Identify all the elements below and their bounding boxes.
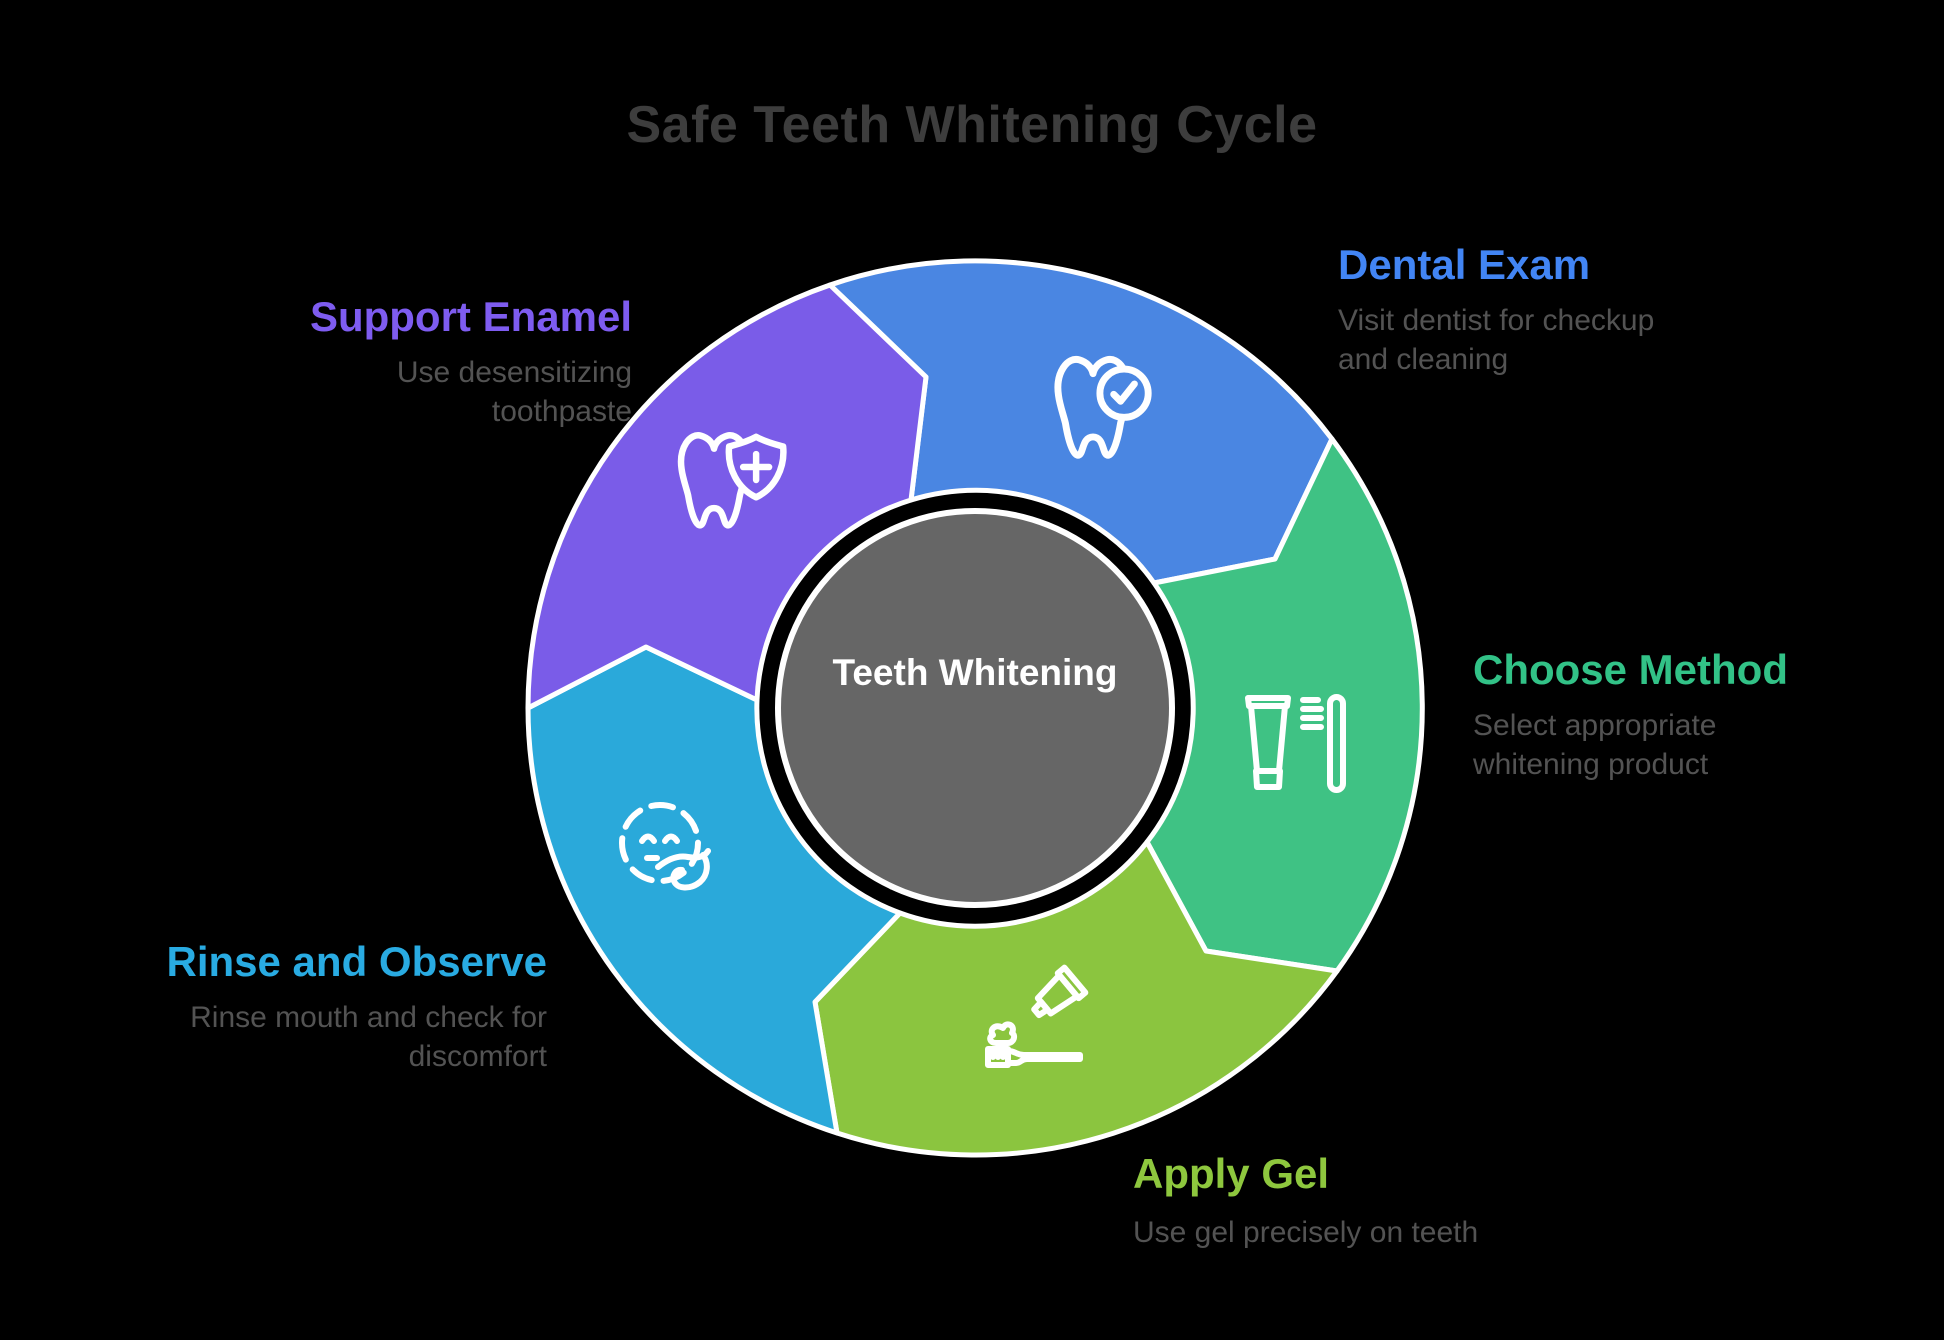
segment-rinse-observe bbox=[525, 644, 903, 1136]
face-eyes bbox=[639, 833, 680, 844]
page-title: Safe Teeth Whitening Cycle bbox=[626, 96, 1318, 154]
step-block-support-enamel: Support Enamel Use desensitizing toothpa… bbox=[310, 292, 632, 431]
face-dashed-circle bbox=[619, 802, 701, 884]
center-circle bbox=[775, 508, 1175, 908]
step-desc-dental-exam: Visit dentist for checkup and cleaning bbox=[1338, 304, 1655, 376]
bristle-lines bbox=[1300, 697, 1324, 730]
center-label: Teeth Whitening bbox=[832, 652, 1118, 693]
step-block-rinse-observe: Rinse and Observe Rinse mouth and check … bbox=[167, 937, 547, 1076]
step-block-choose-method: Choose Method Select appropriate whiteni… bbox=[1473, 645, 1788, 784]
step-title-support-enamel: Support Enamel bbox=[309, 293, 632, 340]
shield-plus bbox=[739, 450, 773, 484]
brush-handle bbox=[1327, 694, 1346, 793]
step-title-dental-exam: Dental Exam bbox=[1338, 241, 1591, 288]
tube-foot bbox=[1253, 768, 1283, 790]
step-desc-apply-gel: Use gel precisely on teeth bbox=[1133, 1216, 1479, 1250]
gel-on-brush-icon bbox=[985, 964, 1089, 1068]
step-title-rinse-observe: Rinse and Observe bbox=[166, 938, 547, 985]
gel-tube-body bbox=[1034, 972, 1081, 1017]
toothpaste-brush-icon bbox=[1245, 694, 1346, 793]
face-rinse-icon bbox=[619, 802, 711, 891]
gel-tube-nozzle bbox=[1031, 998, 1051, 1019]
step-block-dental-exam: Dental Exam Visit dentist for checkup an… bbox=[1338, 240, 1708, 379]
brush-bristle-ticks bbox=[990, 1046, 1006, 1060]
brush-handle-line bbox=[1005, 1048, 1083, 1066]
tooth-check-icon bbox=[1054, 356, 1152, 459]
tooth-outline bbox=[677, 432, 751, 529]
step-desc-rinse-observe: Rinse mouth and check for discomfort bbox=[190, 1001, 547, 1073]
tooth-shield-icon bbox=[677, 432, 787, 529]
check-mark bbox=[1110, 380, 1138, 405]
step-title-choose-method: Choose Method bbox=[1473, 646, 1788, 693]
tooth-outline bbox=[1054, 356, 1132, 459]
step-desc-support-enamel: Use desensitizing toothpaste bbox=[396, 356, 632, 428]
segment-support-enamel bbox=[525, 282, 929, 711]
step-desc-choose-method: Select appropriate whitening product bbox=[1473, 709, 1717, 781]
segment-dental-exam bbox=[827, 258, 1335, 586]
gel-blob bbox=[987, 1021, 1018, 1046]
rinse-swoosh bbox=[655, 848, 711, 891]
step-block-apply-gel: Apply Gel Use gel precisely on teeth bbox=[1133, 1149, 1478, 1253]
step-title-apply-gel: Apply Gel bbox=[1133, 1150, 1330, 1197]
